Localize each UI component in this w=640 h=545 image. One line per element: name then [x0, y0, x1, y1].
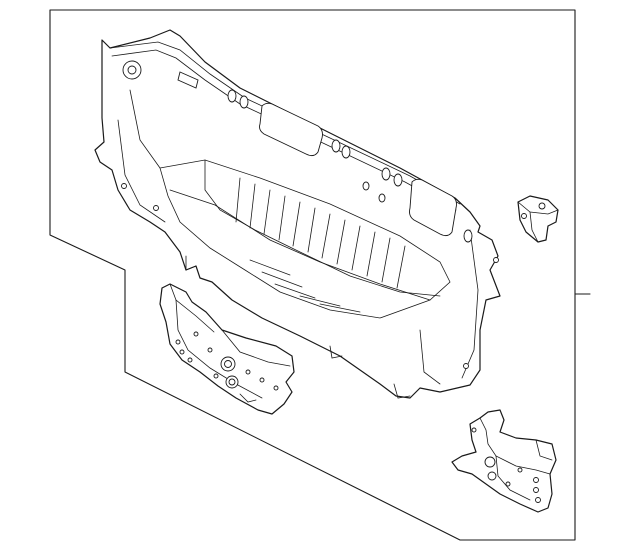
rear-panel-part[interactable]: [94, 29, 501, 399]
right-reinforcement-part[interactable]: [451, 409, 557, 513]
diagram-frame: [49, 9, 591, 541]
small-bracket-part[interactable]: [517, 195, 559, 243]
left-reinforcement-part[interactable]: [159, 283, 295, 415]
